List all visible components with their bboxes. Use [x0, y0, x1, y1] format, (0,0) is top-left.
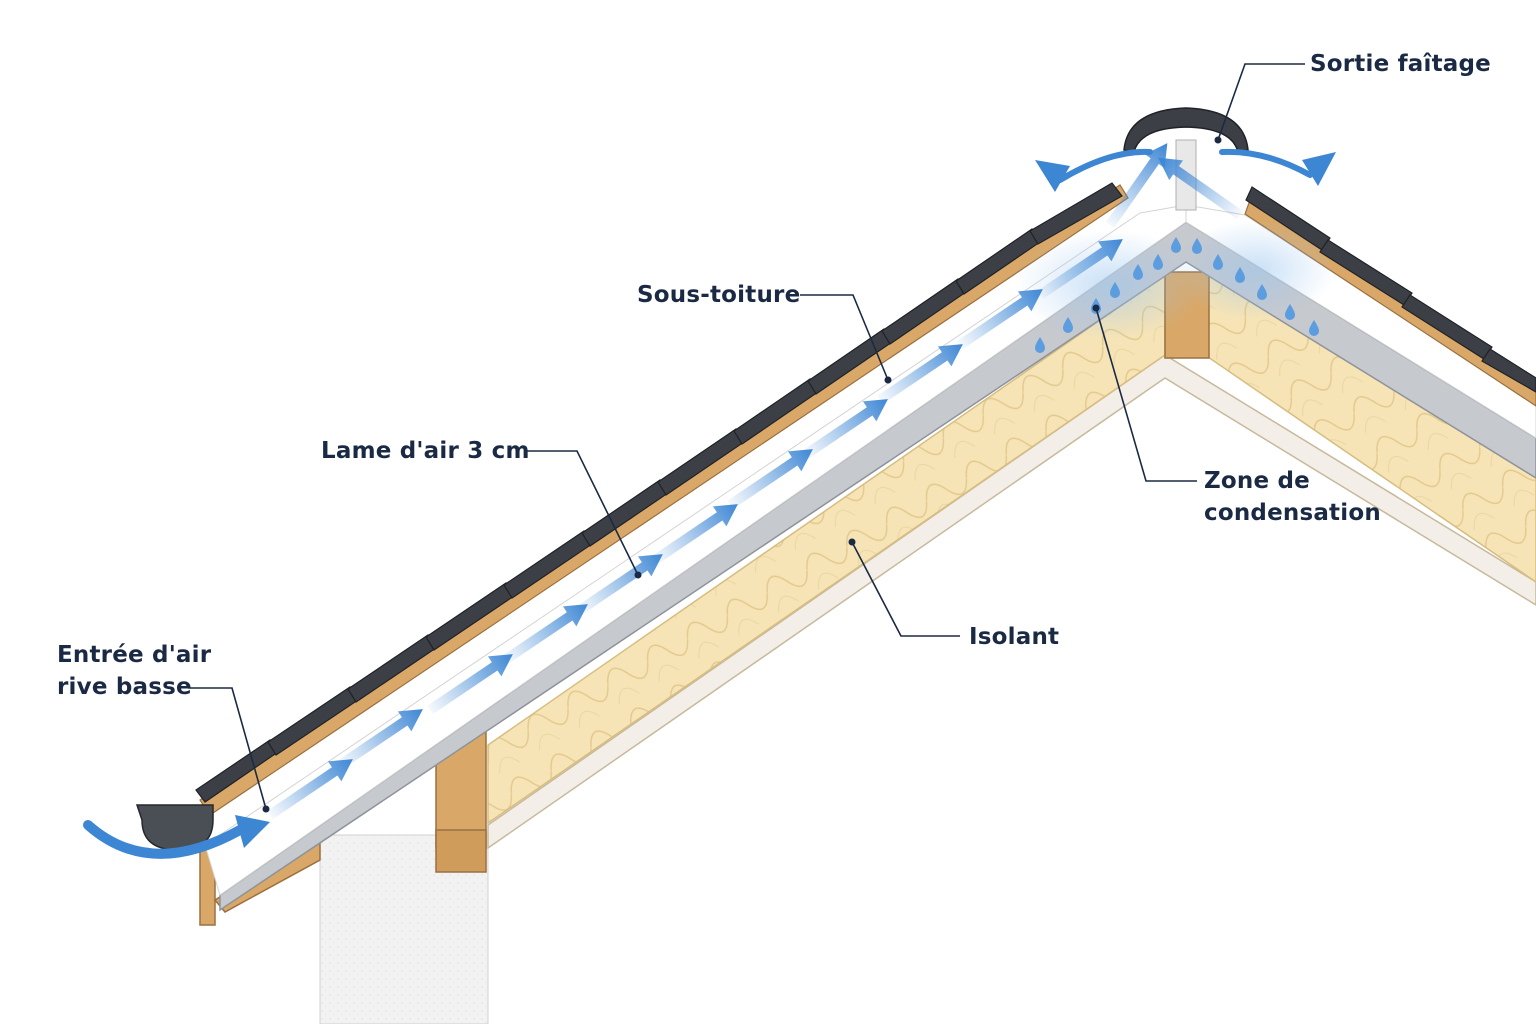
airflow-exit-right — [1219, 148, 1313, 178]
label-zone-condensation: Zone de condensation — [1204, 465, 1381, 529]
leader-lines — [188, 63, 1305, 813]
label-zone-condensation-line1: Zone de — [1204, 468, 1310, 494]
ridge-vent-icon — [1123, 107, 1249, 153]
label-zone-condensation-line2: condensation — [1204, 500, 1381, 526]
airflow-exit-left — [1057, 148, 1153, 183]
label-isolant: Isolant — [969, 624, 1060, 650]
label-entree-air-line2: rive basse — [57, 674, 192, 700]
airflow-intake-head — [235, 815, 270, 848]
wall-plate-lower — [435, 829, 487, 873]
airflow-intake-arrow — [83, 820, 245, 859]
label-sous-toiture: Sous-toiture — [637, 282, 801, 308]
condensation-glow-right — [1175, 220, 1335, 320]
label-lame-air: Lame d'air 3 cm — [321, 438, 530, 464]
roof-tiles-left — [195, 182, 1123, 803]
label-entree-air: Entrée d'air rive basse — [57, 639, 211, 703]
label-entree-air-line1: Entrée d'air — [57, 642, 212, 668]
label-sortie-faitage: Sortie faîtage — [1310, 51, 1491, 77]
roof-tiles-right — [1245, 186, 1536, 393]
